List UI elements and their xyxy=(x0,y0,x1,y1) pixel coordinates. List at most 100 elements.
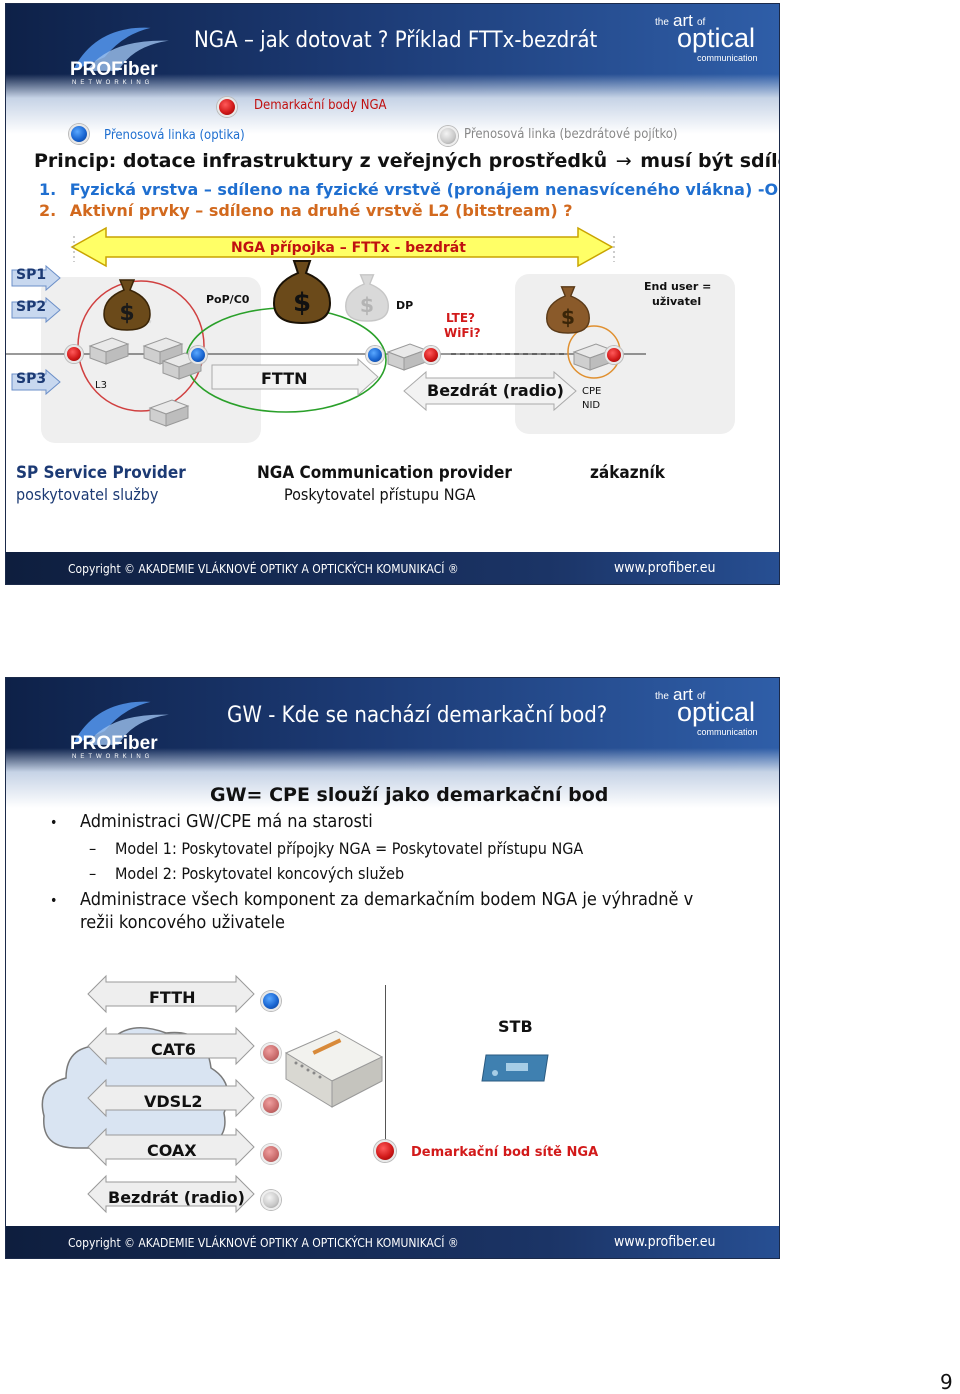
wireless-line-icon xyxy=(438,126,458,146)
legend-wireless-line: Přenosová linka (bezdrátové pojítko) xyxy=(464,127,678,142)
profiber-logo-icon xyxy=(72,27,169,71)
l3-label: L3 xyxy=(95,380,107,391)
demarcation-point-icon xyxy=(65,345,83,363)
demarcation-point-icon xyxy=(374,1140,396,1162)
end-user-label-1: End user = xyxy=(644,280,712,293)
sp2-label: SP2 xyxy=(16,299,47,315)
optical-point-icon xyxy=(366,346,384,364)
svg-text:$: $ xyxy=(119,301,134,326)
profiber-logo-text: PROFiber xyxy=(70,733,158,754)
nga-connection-arrow xyxy=(70,226,614,268)
bullet-2: •Administrace všech komponent za demarka… xyxy=(50,889,694,910)
art-of: of xyxy=(697,691,706,702)
principle-arrow: → xyxy=(615,150,632,172)
dp-device-icon xyxy=(386,343,428,371)
art-the: the xyxy=(655,17,669,28)
end-user-label-2: uživatel xyxy=(652,295,702,308)
slide-footer: Copyright © AKADEMIE VLÁKNOVÉ OPTIKY A O… xyxy=(6,1226,779,1258)
demarcation-point-icon xyxy=(217,97,237,117)
stb-label: STB xyxy=(498,1017,533,1036)
cpe-label: CPE xyxy=(582,386,602,397)
slide-title: NGA – jak dotovat ? Příklad FTTx-bezdrát xyxy=(194,28,598,53)
money-bag-icon: $ xyxy=(272,260,332,325)
nga-role-sub: Poskytovatel přístupu NGA xyxy=(284,485,476,504)
principle-text: Princip: dotace infrastruktury z veřejný… xyxy=(34,150,779,172)
access-wireless: Bezdrát (radio) xyxy=(108,1188,245,1207)
sp3-arrow xyxy=(11,368,61,396)
svg-text:$: $ xyxy=(561,305,575,329)
optical-point-icon xyxy=(261,991,281,1011)
divider-line xyxy=(385,985,386,1150)
legend-demarcation: Demarkační body NGA xyxy=(254,98,387,113)
profiber-logo-icon xyxy=(72,701,169,745)
switch-device-icon xyxy=(142,337,184,365)
page-number: 9 xyxy=(940,1370,953,1394)
money-bag-icon: $ xyxy=(546,286,590,334)
sp-role-sub: poskytovatel služby xyxy=(16,485,159,504)
access-ftth: FTTH xyxy=(149,988,196,1007)
demarcation-label: Demarkační bod sítě NGA xyxy=(411,1145,599,1160)
website-link[interactable]: www.profiber.eu xyxy=(614,560,716,576)
list-item-2: 2. Aktivní prvky – sdíleno na druhé vrst… xyxy=(39,201,573,220)
access-coax: COAX xyxy=(147,1141,197,1160)
list-item-1: 1. Fyzická vrstva – sdíleno na fyzické v… xyxy=(39,180,780,199)
demarcation-point-icon xyxy=(605,346,623,364)
sp1-label: SP1 xyxy=(16,267,47,283)
sp2-arrow xyxy=(11,296,61,324)
fttn-arrow xyxy=(211,357,379,397)
nga-arrow-label: NGA přípojka – FTTx - bezdrát xyxy=(231,240,466,256)
svg-text:$: $ xyxy=(293,288,311,318)
slide-2: PROFiber NETWORKING GW - Kde se nachází … xyxy=(5,677,780,1259)
cpe-device-icon xyxy=(572,343,614,371)
pop-label: PoP/C0 xyxy=(206,293,250,306)
art-optical: optical xyxy=(677,23,756,53)
demarcation-point-icon xyxy=(261,1095,281,1115)
art-communication: communication xyxy=(697,53,758,63)
sp-role-title: SP Service Provider xyxy=(16,463,186,483)
art-communication: communication xyxy=(697,727,758,737)
art-art: art xyxy=(673,685,693,704)
slide-title: GW - Kde se nachází demarkační bod? xyxy=(227,703,608,728)
optical-line-icon xyxy=(69,124,89,144)
copyright-text: Copyright © AKADEMIE VLÁKNOVÉ OPTIKY A O… xyxy=(68,1236,459,1250)
gateway-device-icon xyxy=(284,1030,384,1108)
art-optical: optical xyxy=(677,697,756,727)
art-the: the xyxy=(655,691,669,702)
wireless-point-icon xyxy=(261,1190,281,1210)
art-art: art xyxy=(673,11,693,30)
sub-bullet-2: –Model 2: Poskytovatel koncových služeb xyxy=(89,864,405,883)
demarcation-point-icon xyxy=(422,346,440,364)
access-cat6: CAT6 xyxy=(151,1040,196,1059)
demarcation-point-icon xyxy=(261,1043,281,1063)
profiber-logo-text: PROFiber xyxy=(70,59,158,80)
money-bag-icon: $ xyxy=(345,274,389,322)
gw-heading: GW= CPE slouží jako demarkační bod xyxy=(210,784,609,806)
customer-role: zákazník xyxy=(590,463,665,483)
access-vdsl2: VDSL2 xyxy=(144,1092,203,1111)
nga-role-title: NGA Communication provider xyxy=(257,463,512,483)
slide-footer: Copyright © AKADEMIE VLÁKNOVÉ OPTIKY A O… xyxy=(6,552,779,584)
legend-optical-line: Přenosová linka (optika) xyxy=(104,128,245,143)
sp3-label: SP3 xyxy=(16,371,47,387)
switch-device-icon xyxy=(148,399,190,427)
wifi-label: WiFi? xyxy=(444,326,481,340)
sub-bullet-1: –Model 1: Poskytovatel přípojky NGA = Po… xyxy=(89,839,584,858)
wireless-arrow xyxy=(403,370,577,412)
slide-1: PROFiber NETWORKING NGA – jak dotovat ? … xyxy=(5,3,780,585)
profiber-logo-sub: NETWORKING xyxy=(72,80,154,86)
dp-label: DP xyxy=(396,299,414,312)
profiber-logo-sub: NETWORKING xyxy=(72,754,154,760)
lte-label: LTE? xyxy=(446,311,476,325)
website-link[interactable]: www.profiber.eu xyxy=(614,1234,716,1250)
bullet-1: •Administraci GW/CPE má na starosti xyxy=(50,811,373,832)
fttn-label: FTTN xyxy=(261,369,308,388)
sp1-arrow xyxy=(11,264,61,292)
optical-point-icon xyxy=(189,346,207,364)
svg-text:$: $ xyxy=(360,293,374,317)
access-arrows xyxy=(87,974,255,1214)
demarcation-point-icon xyxy=(261,1144,281,1164)
wireless-label: Bezdrát (radio) xyxy=(427,381,564,400)
art-of: of xyxy=(697,17,706,28)
copyright-text: Copyright © AKADEMIE VLÁKNOVÉ OPTIKY A O… xyxy=(68,562,459,576)
switch-device-icon xyxy=(88,337,130,365)
